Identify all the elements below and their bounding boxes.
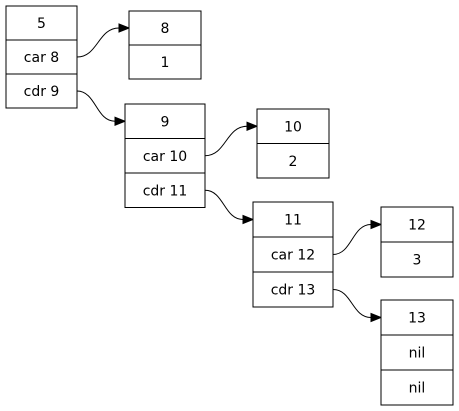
node-11-field-2-label: cdr 13: [271, 283, 316, 299]
node-13: 13 nil nil: [380, 299, 454, 406]
edge-node-11-to-node-13: [332, 289, 372, 318]
node-5-field-2-label: cdr 9: [24, 84, 60, 100]
edge-node-5-to-node-8: [76, 27, 120, 58]
node-12-field-0-box: [380, 206, 454, 243]
node-8-field-0-label: 8: [161, 21, 170, 37]
node-11-field-0-box: [252, 201, 334, 238]
edge-node-5-to-node-9: [76, 90, 116, 122]
edge-node-9-to-node-11: [204, 189, 244, 220]
arrowhead-node-8: [118, 23, 131, 33]
node-10-field-1-label: 2: [289, 154, 298, 170]
node-5-field-0-label: 5: [37, 16, 46, 32]
node-11-field-2-box: [252, 271, 334, 308]
node-11-field-0-label: 11: [284, 213, 302, 229]
arrowhead-node-11: [242, 214, 255, 225]
node-8-field-0-box: [128, 10, 202, 46]
node-13-field-2-box: [380, 369, 454, 406]
node-13-field-2-label: nil: [409, 381, 426, 397]
node-9: 9 car 10 cdr 11: [124, 103, 206, 208]
node-13-field-0-label: 13: [408, 311, 426, 327]
node-5-field-1-label: car 8: [24, 50, 59, 66]
node-12: 12 3: [380, 206, 454, 278]
node-12-field-1-label: 3: [413, 253, 422, 269]
node-11-field-1-box: [252, 236, 334, 273]
node-5-field-1-box: [5, 39, 78, 75]
node-8-field-1-box: [128, 44, 202, 80]
node-12-field-0-label: 12: [408, 218, 426, 234]
node-13-field-1-box: [380, 334, 454, 371]
node-9-field-0-box: [124, 103, 206, 139]
node-11-field-1-label: car 12: [271, 248, 315, 264]
node-9-field-2-box: [124, 172, 206, 208]
node-10: 10 2: [256, 108, 330, 179]
node-9-field-1-label: car 10: [143, 149, 187, 165]
arrowhead-node-12: [370, 219, 383, 230]
node-8-field-1-label: 1: [161, 55, 170, 71]
edge-node-11-to-node-12: [332, 224, 372, 255]
node-13-field-1-label: nil: [409, 346, 426, 362]
node-12-field-1-box: [380, 241, 454, 278]
arrowhead-node-9: [114, 116, 127, 126]
node-10-field-1-box: [256, 143, 330, 179]
edge-node-9-to-node-10: [204, 125, 248, 157]
node-11: 11 car 12 cdr 13: [252, 201, 334, 308]
node-10-field-0-label: 10: [284, 119, 302, 135]
node-9-field-2-label: cdr 11: [143, 183, 188, 199]
node-5: 5 car 8 cdr 9: [5, 5, 78, 109]
node-8: 81: [128, 10, 202, 80]
edges-layer: [76, 23, 383, 323]
node-5-field-2-box: [5, 73, 78, 109]
node-5-field-0-box: [5, 5, 78, 41]
node-9-field-0-label: 9: [161, 114, 170, 130]
node-13-field-0-box: [380, 299, 454, 336]
arrowhead-node-13: [370, 312, 383, 323]
arrowhead-node-10: [246, 121, 259, 131]
